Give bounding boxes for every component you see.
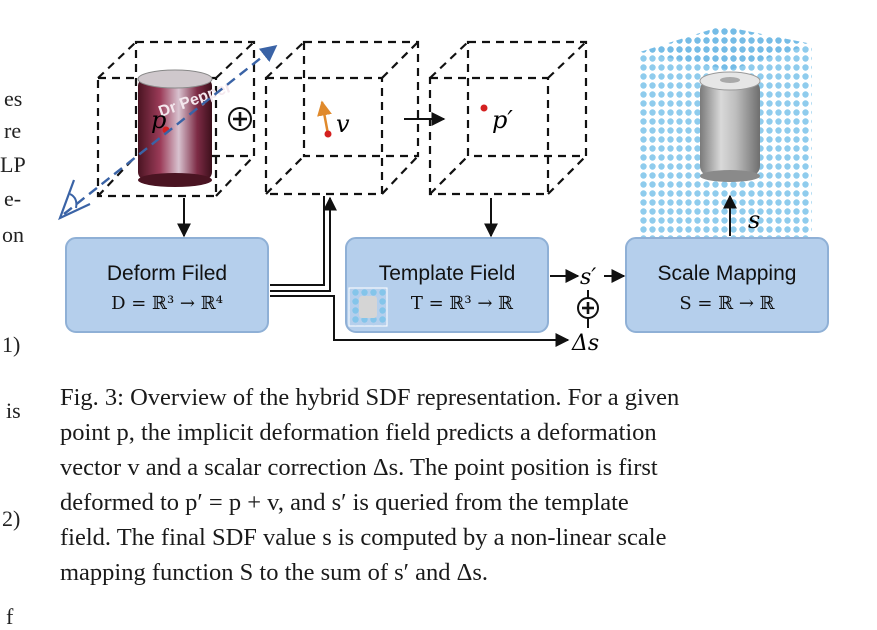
vector-v-arrow: [317, 100, 332, 135]
figure-caption: Fig. 3: Overview of the hybrid SDF repre…: [60, 380, 820, 590]
scale-box-title: Scale Mapping: [658, 262, 797, 285]
label-s-prime: s′: [580, 265, 596, 290]
left-fragment: is: [6, 398, 21, 423]
label-p: p: [151, 106, 166, 134]
caption-line: Fig. 3: Overview of the hybrid SDF repre…: [60, 384, 680, 411]
scale-box-formula: S = ℝ → ℝ: [679, 293, 775, 314]
left-fragment: re: [4, 118, 22, 143]
cube-deformed: [428, 40, 588, 196]
deform-field-box: Deform Filed D = ℝ³ → ℝ⁴: [65, 237, 269, 333]
left-fragment: 1): [2, 332, 21, 357]
left-fragment: LP: [0, 152, 26, 177]
arrow-deform-to-v: [270, 196, 325, 286]
caption-line: deformed to p′ = p + v, and s′ is querie…: [60, 489, 629, 516]
sum-plus-icon: [577, 297, 599, 319]
caption-line: mapping function S to the sum of s′ and …: [60, 559, 489, 586]
label-p-prime: p′: [492, 106, 513, 134]
deform-box-title: Deform Filed: [107, 262, 227, 285]
point-p-prime: [480, 104, 488, 112]
caption-line: vector v and a scalar correction Δs. The…: [60, 454, 658, 481]
template-box-title: Template Field: [379, 262, 516, 285]
caption-line: point p, the implicit deformation field …: [60, 419, 657, 446]
template-thumbnail: [359, 296, 377, 318]
template-box-formula: T = ℝ³ → ℝ: [411, 293, 514, 314]
camera-icon: [58, 179, 91, 221]
plus-icon: [228, 107, 252, 131]
label-delta-s: Δs: [571, 331, 599, 356]
cube-deformation: [264, 40, 420, 196]
scale-mapping-box: Scale Mapping S = ℝ → ℝ: [625, 237, 829, 333]
soda-can-image: Dr Pepper: [137, 69, 234, 187]
label-v: v: [336, 110, 350, 138]
deform-box-formula: D = ℝ³ → ℝ⁴: [111, 293, 223, 314]
left-fragment: 2): [2, 506, 21, 531]
left-fragment: on: [2, 222, 24, 247]
left-fragment: e-: [4, 186, 22, 211]
left-fragment: f: [6, 604, 14, 629]
left-fragment: es: [4, 86, 23, 111]
hybrid-sdf-diagram: Dr Pepper p v p′: [58, 26, 829, 356]
point-v: [324, 130, 332, 138]
label-s: s: [748, 206, 760, 234]
template-can-shape: [699, 71, 761, 182]
arrow-deform-to-delta-s: [270, 295, 570, 347]
camera-ray: [63, 44, 278, 215]
template-field-box: Template Field T = ℝ³ → ℝ: [345, 237, 549, 333]
caption-line: field. The final SDF value s is computed…: [60, 524, 667, 551]
